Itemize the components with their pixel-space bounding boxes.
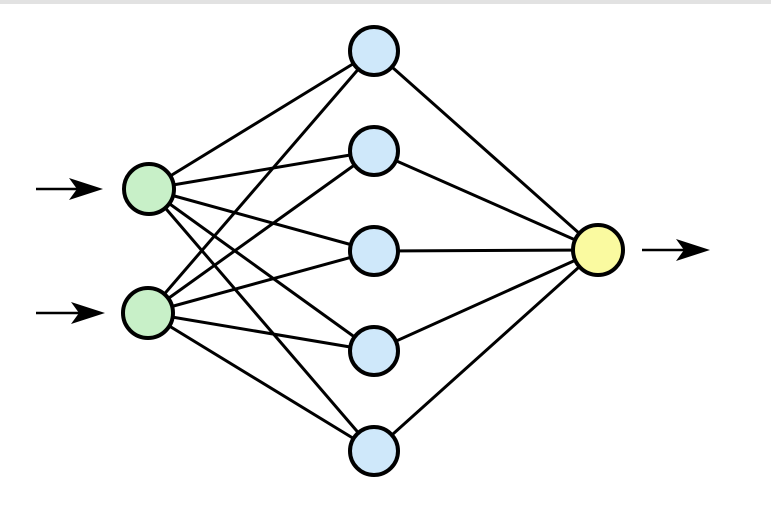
input-node-in2 [121,286,175,340]
edge-in1-h3 [148,187,375,253]
edge-in2-h1 [146,50,376,314]
hidden-node-h1 [348,25,400,77]
edge-h2-out1 [373,149,599,252]
edge-in1-h5 [147,188,376,452]
hidden-node-h3 [348,225,400,277]
edge-in2-h4 [147,311,375,353]
edge-in2-h3 [147,249,375,315]
hidden-node-h4 [348,325,400,377]
input-arrow-2-head [71,302,105,324]
edge-h4-out1 [373,248,599,353]
hidden-node-h2 [348,125,400,177]
output-arrow-head [676,239,710,261]
edge-h3-out1 [373,248,599,253]
edge-in1-h1 [148,49,375,191]
edge-in2-h5 [147,311,375,453]
hidden-node-h5 [348,425,400,477]
input-node-in1 [122,162,176,216]
input-arrow-1-head [69,178,103,200]
window-top-strip [0,0,771,4]
output-node-out1 [571,223,625,277]
edge-h1-out1 [373,49,599,252]
edge-h5-out1 [372,248,600,453]
edge-in2-h2 [147,149,375,315]
edge-in1-h2 [148,149,375,191]
edge-in1-h4 [148,187,375,353]
